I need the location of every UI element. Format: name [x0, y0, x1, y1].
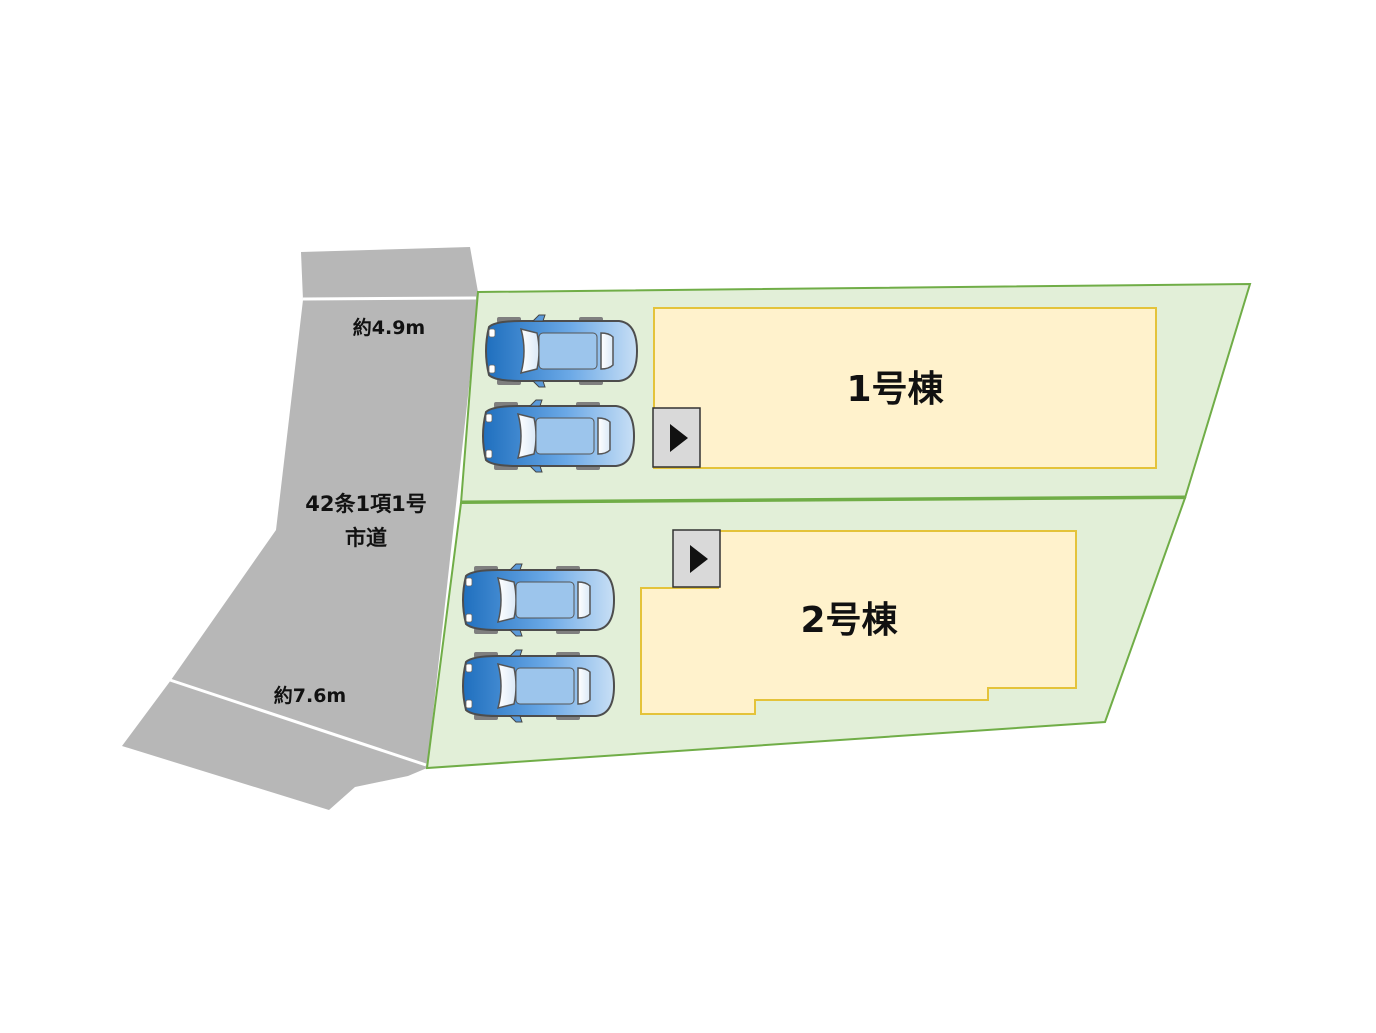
building-2: [640, 530, 1077, 715]
road: [122, 247, 478, 810]
car-icon: [485, 314, 638, 388]
road-type-label: 市道: [345, 526, 387, 550]
car-icon: [462, 563, 615, 637]
lot-divider: [460, 495, 1186, 504]
car-icon: [482, 399, 635, 473]
building-2-label: 2号棟: [800, 600, 898, 641]
car-icon: [462, 649, 615, 723]
building-1-label: 1号棟: [846, 369, 944, 410]
entrance-marker-2: [672, 529, 721, 588]
entrance-arrow-icon: [690, 545, 708, 573]
entrance-arrow-icon: [670, 424, 688, 452]
road-width-top-label: 約4.9m: [353, 316, 425, 339]
road-width-line-bottom: [169, 678, 427, 767]
entrance-marker-1: [652, 407, 701, 468]
road-classification-label: 42条1項1号: [305, 492, 426, 516]
road-width-line-top: [302, 296, 477, 301]
building-1: [653, 307, 1157, 469]
road-width-bottom-label: 約7.6m: [274, 684, 346, 707]
